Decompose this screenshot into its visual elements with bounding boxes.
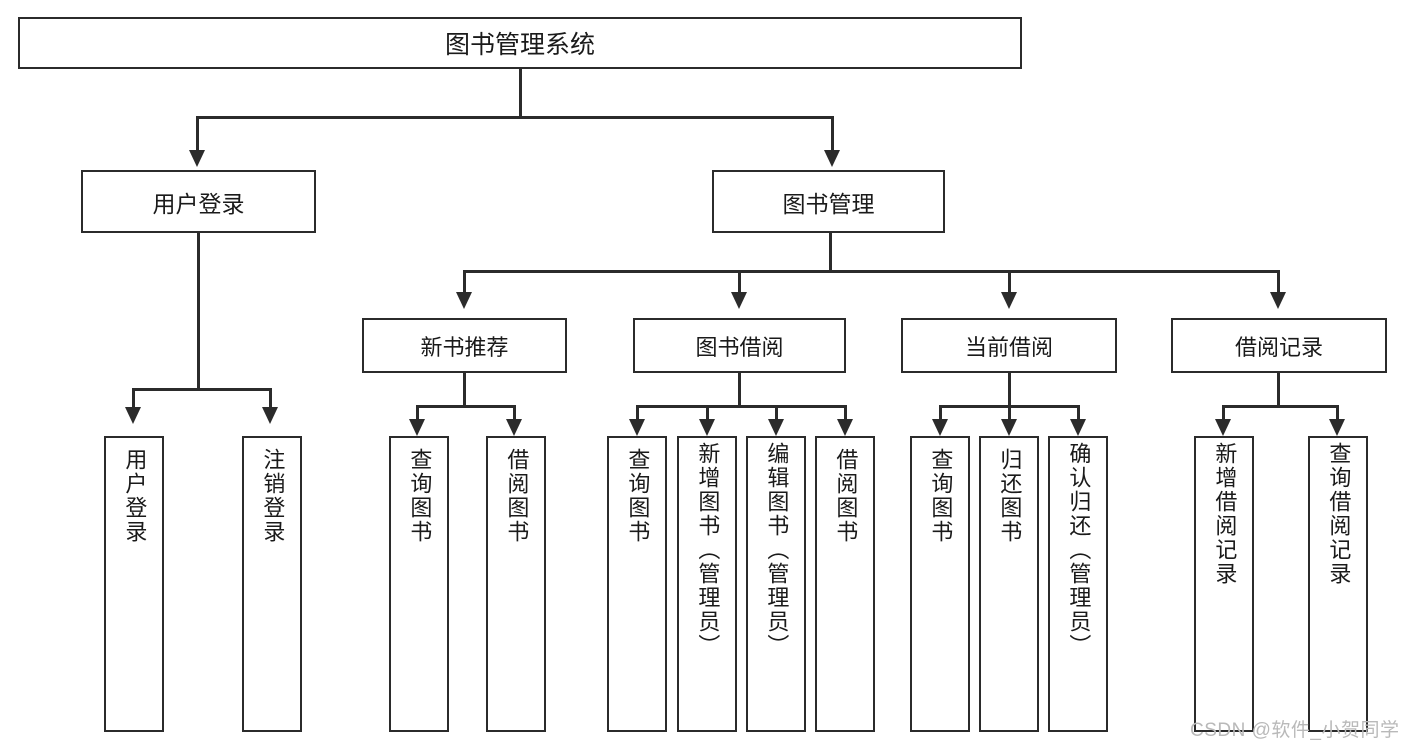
connector-root-to-book-manage (831, 116, 834, 150)
arrowhead-current-borrow (1001, 292, 1017, 309)
node-label: 借阅图书 (504, 448, 530, 544)
node-leaf-edit-book[interactable]: 编辑图书（管理员） (746, 436, 806, 732)
connector-bm-drop-3 (1008, 270, 1011, 292)
node-leaf-borrow-book-1[interactable]: 借阅图书 (486, 436, 546, 732)
connector-nbr-drop-1 (416, 405, 419, 419)
connector-root-bus (196, 116, 833, 119)
node-label: 编辑图书（管理员） (764, 442, 790, 658)
arrowhead-leaf-query-book-1 (409, 419, 425, 436)
node-leaf-add-record[interactable]: 新增借阅记录 (1194, 436, 1254, 732)
connector-root-stem (519, 69, 522, 117)
arrowhead-book-manage (824, 150, 840, 167)
arrowhead-leaf-user-login (125, 407, 141, 424)
node-label: 用户登录 (152, 190, 245, 217)
connector-bb-stem (738, 373, 741, 407)
node-leaf-query-book-2[interactable]: 查询图书 (607, 436, 667, 732)
connector-cb-drop-1 (939, 405, 942, 419)
node-leaf-confirm-return[interactable]: 确认归还（管理员） (1048, 436, 1108, 732)
connector-br-drop-2 (1336, 405, 1339, 419)
node-book-borrow[interactable]: 图书借阅 (633, 318, 846, 373)
arrowhead-book-borrow (731, 292, 747, 309)
connector-br-drop-1 (1222, 405, 1225, 419)
node-label: 当前借阅 (964, 334, 1053, 360)
node-current-borrow[interactable]: 当前借阅 (901, 318, 1117, 373)
node-leaf-query-record[interactable]: 查询借阅记录 (1308, 436, 1368, 732)
arrowhead-leaf-borrow-book-1 (506, 419, 522, 436)
connector-book-manage-bus (463, 270, 1278, 273)
node-borrow-record[interactable]: 借阅记录 (1171, 318, 1387, 373)
connector-cb-drop-2 (1008, 405, 1011, 419)
connector-cb-stem (1008, 373, 1011, 407)
node-leaf-logout-login[interactable]: 注销登录 (242, 436, 302, 732)
arrowhead-leaf-add-record (1215, 419, 1231, 436)
node-leaf-query-book-3[interactable]: 查询图书 (910, 436, 970, 732)
connector-bb-bus (636, 405, 844, 408)
connector-bb-drop-2 (706, 405, 709, 419)
arrowhead-new-book-recommend (456, 292, 472, 309)
node-leaf-borrow-book-2[interactable]: 借阅图书 (815, 436, 875, 732)
connector-root-to-user-login (196, 116, 199, 150)
connector-bb-drop-1 (636, 405, 639, 419)
node-label: 借阅记录 (1234, 334, 1323, 360)
arrowhead-leaf-confirm-return (1070, 419, 1086, 436)
node-label: 用户登录 (122, 448, 148, 544)
node-new-book-recommend[interactable]: 新书推荐 (362, 318, 567, 373)
connector-br-bus (1222, 405, 1336, 408)
connector-nbr-bus (416, 405, 515, 408)
arrowhead-leaf-query-record (1329, 419, 1345, 436)
node-label: 图书借阅 (695, 334, 784, 360)
arrowhead-leaf-query-book-3 (932, 419, 948, 436)
arrowhead-leaf-query-book-2 (629, 419, 645, 436)
node-label: 新增借阅记录 (1212, 442, 1238, 586)
connector-nbr-stem (463, 373, 466, 407)
arrowhead-leaf-return-book (1001, 419, 1017, 436)
connector-nbr-drop-2 (513, 405, 516, 419)
connector-user-login-drop-1 (132, 388, 135, 407)
node-label: 图书管理 (782, 190, 875, 217)
connector-book-manage-stem (829, 233, 832, 272)
arrowhead-leaf-add-book (699, 419, 715, 436)
node-label: 新书推荐 (420, 334, 509, 360)
connector-user-login-stem (197, 233, 200, 390)
connector-cb-drop-3 (1077, 405, 1080, 419)
connector-br-stem (1277, 373, 1280, 407)
node-leaf-add-book[interactable]: 新增图书（管理员） (677, 436, 737, 732)
node-label: 新增图书（管理员） (695, 442, 721, 658)
arrowhead-leaf-borrow-book-2 (837, 419, 853, 436)
connector-bm-drop-2 (738, 270, 741, 292)
node-label: 查询图书 (407, 448, 433, 544)
node-label: 图书管理系统 (444, 31, 595, 59)
node-user-login[interactable]: 用户登录 (81, 170, 316, 233)
node-book-manage[interactable]: 图书管理 (712, 170, 945, 233)
node-label: 确认归还（管理员） (1066, 442, 1092, 658)
node-label: 查询借阅记录 (1326, 442, 1352, 586)
node-label: 查询图书 (625, 448, 651, 544)
connector-bb-drop-3 (775, 405, 778, 419)
node-label: 注销登录 (260, 448, 286, 544)
node-label: 借阅图书 (833, 448, 859, 544)
node-root-system[interactable]: 图书管理系统 (18, 17, 1022, 69)
connector-user-login-drop-2 (269, 388, 272, 407)
node-leaf-return-book[interactable]: 归还图书 (979, 436, 1039, 732)
connector-bm-drop-4 (1277, 270, 1280, 292)
arrowhead-leaf-logout-login (262, 407, 278, 424)
node-leaf-user-login[interactable]: 用户登录 (104, 436, 164, 732)
node-label: 查询图书 (928, 448, 954, 544)
arrowhead-leaf-edit-book (768, 419, 784, 436)
node-leaf-query-book-1[interactable]: 查询图书 (389, 436, 449, 732)
node-label: 归还图书 (997, 448, 1023, 544)
connector-bb-drop-4 (844, 405, 847, 419)
arrowhead-borrow-record (1270, 292, 1286, 309)
connector-user-login-bus (132, 388, 271, 391)
connector-bm-drop-1 (463, 270, 466, 292)
arrowhead-user-login (189, 150, 205, 167)
